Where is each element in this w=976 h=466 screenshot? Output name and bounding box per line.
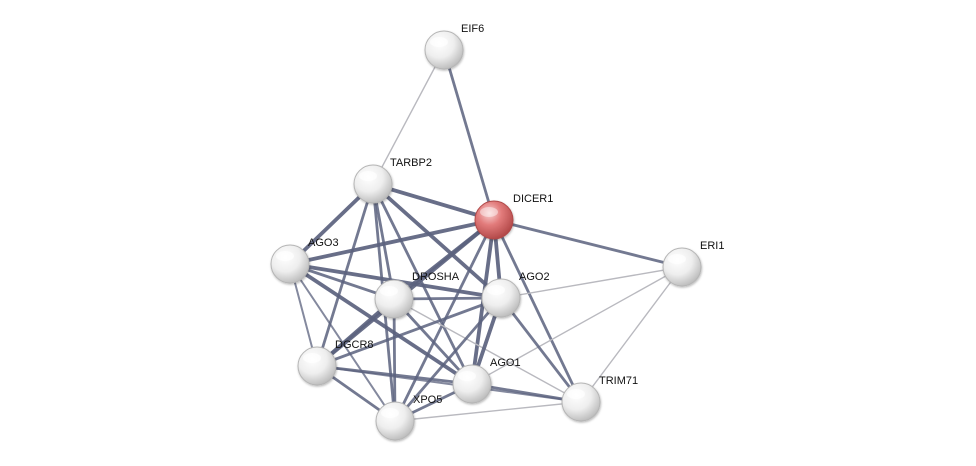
edge-tarbp2-dgcr8 bbox=[315, 182, 375, 368]
node-highlight bbox=[458, 371, 476, 381]
node-circle-ago1[interactable] bbox=[452, 364, 492, 404]
edge-eri1-ago2 bbox=[500, 266, 683, 299]
node-label-drosha: DROSHA bbox=[412, 271, 460, 283]
node-dgcr8[interactable]: DGCR8 bbox=[297, 339, 374, 386]
node-label-tarbp2: TARBP2 bbox=[390, 157, 432, 169]
edge-ago2-xpo5 bbox=[393, 296, 503, 423]
node-ago2[interactable]: AGO2 bbox=[481, 271, 550, 318]
node-label-ago2: AGO2 bbox=[519, 271, 550, 283]
node-highlight bbox=[487, 285, 505, 295]
edge-dicer1-ago3 bbox=[288, 218, 496, 266]
node-label-ago1: AGO1 bbox=[490, 357, 521, 369]
edge-dicer1-eri1 bbox=[492, 218, 684, 269]
node-highlight bbox=[303, 353, 321, 363]
edge-xpo5-trim71 bbox=[394, 401, 582, 422]
edge-tarbp2-ago2 bbox=[371, 182, 503, 300]
node-label-trim71: TRIM71 bbox=[599, 375, 638, 387]
node-highlight bbox=[430, 37, 448, 47]
node-ago1[interactable]: AGO1 bbox=[452, 357, 521, 404]
node-circle-eri1[interactable] bbox=[662, 247, 702, 287]
node-label-dgcr8: DGCR8 bbox=[335, 339, 374, 351]
node-tarbp2[interactable]: TARBP2 bbox=[353, 157, 432, 204]
node-label-eri1: ERI1 bbox=[700, 240, 724, 252]
edge-ago3-ago1 bbox=[288, 262, 474, 386]
node-circle-ago3[interactable] bbox=[270, 244, 310, 284]
node-highlight bbox=[381, 408, 399, 418]
node-label-ago3: AGO3 bbox=[308, 237, 339, 249]
edge-ago2-trim71 bbox=[499, 296, 583, 404]
node-ago3[interactable]: AGO3 bbox=[270, 237, 339, 284]
node-trim71[interactable]: TRIM71 bbox=[561, 375, 638, 422]
node-eif6[interactable]: EIF6 bbox=[424, 23, 484, 70]
node-circle-eif6[interactable] bbox=[424, 30, 464, 70]
node-circle-trim71[interactable] bbox=[561, 382, 601, 422]
edge-eri1-trim71 bbox=[580, 266, 683, 403]
node-circle-xpo5[interactable] bbox=[375, 401, 415, 441]
node-highlight bbox=[359, 171, 377, 181]
node-highlight bbox=[567, 389, 585, 399]
edge-dicer1-xpo5 bbox=[393, 218, 496, 423]
node-circle-ago2[interactable] bbox=[481, 278, 521, 318]
node-highlight bbox=[276, 251, 294, 261]
node-circle-tarbp2[interactable] bbox=[353, 164, 393, 204]
edge-drosha-xpo5 bbox=[392, 297, 397, 423]
edge-eif6-tarbp2 bbox=[372, 49, 445, 185]
node-highlight bbox=[480, 207, 498, 217]
node-drosha[interactable]: DROSHA bbox=[374, 271, 460, 319]
edge-eif6-dicer1 bbox=[442, 48, 496, 222]
node-label-dicer1: DICER1 bbox=[513, 193, 553, 205]
node-circle-dgcr8[interactable] bbox=[297, 346, 337, 386]
node-highlight bbox=[380, 286, 398, 296]
node-highlight bbox=[668, 254, 686, 264]
node-label-eif6: EIF6 bbox=[461, 23, 484, 35]
edge-dicer1-trim71 bbox=[492, 218, 583, 404]
node-circle-dicer1[interactable] bbox=[474, 200, 514, 240]
edge-ago2-dgcr8 bbox=[315, 296, 503, 368]
edge-tarbp2-dicer1 bbox=[371, 182, 496, 222]
node-eri1[interactable]: ERI1 bbox=[662, 240, 724, 287]
edge-eri1-ago1 bbox=[471, 266, 683, 385]
node-xpo5[interactable]: XPO5 bbox=[375, 394, 442, 441]
node-dicer1[interactable]: DICER1 bbox=[474, 193, 553, 240]
edge-drosha-trim71 bbox=[393, 298, 582, 403]
node-circle-drosha[interactable] bbox=[374, 279, 414, 319]
node-label-xpo5: XPO5 bbox=[413, 394, 442, 406]
